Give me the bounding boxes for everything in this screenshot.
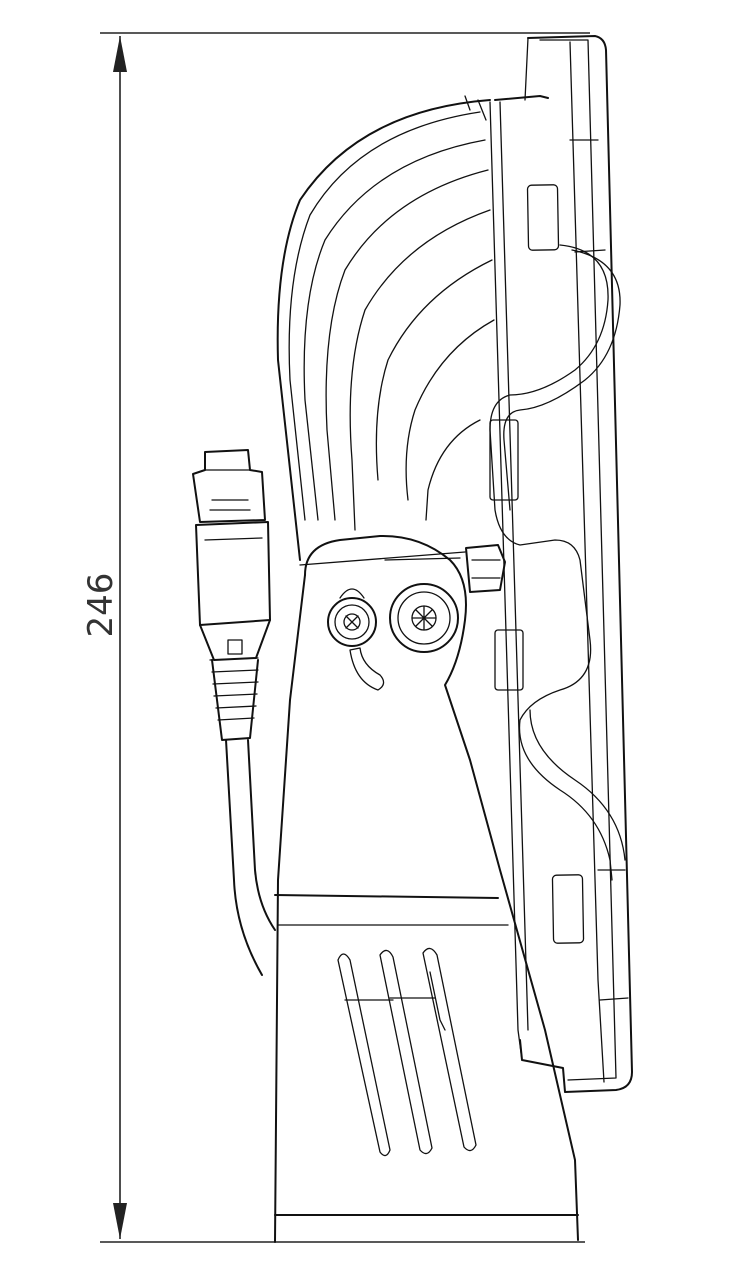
cable-assembly: [192, 449, 276, 976]
dimension-label: 246: [81, 573, 121, 638]
connector-head: [192, 449, 266, 523]
arrowhead-bottom: [113, 1203, 127, 1239]
mounting-bracket: [274, 534, 579, 1243]
adjustment-knob: [389, 583, 459, 653]
connector-body: [195, 521, 271, 626]
hex-nut: [465, 544, 506, 593]
heatsink-fins: [276, 95, 495, 561]
height-dimension: 246: [81, 32, 590, 1243]
arc-slot: [349, 647, 385, 691]
strain-relief: [209, 639, 259, 741]
front-bezel: [489, 35, 633, 1093]
screw: [327, 597, 377, 647]
cable: [225, 739, 263, 976]
arrowhead-top: [113, 36, 127, 72]
fasteners: [327, 544, 506, 691]
